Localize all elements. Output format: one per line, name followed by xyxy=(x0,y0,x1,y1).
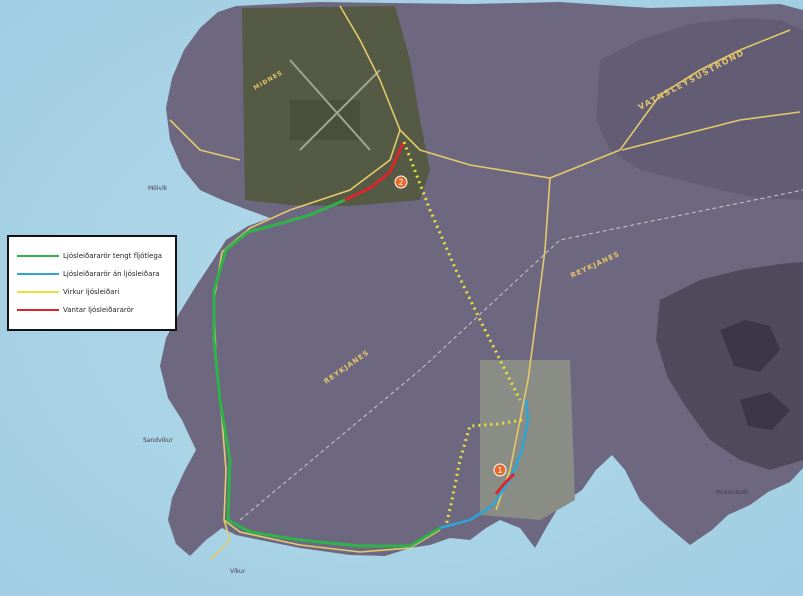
legend-item: Ljósleiðararör tengt fljótlega xyxy=(17,249,175,263)
marker-2[interactable]: 2 xyxy=(394,175,408,189)
route-red-north xyxy=(344,141,406,202)
legend-label: Vantar ljósleiðararör xyxy=(63,306,134,314)
place-label-molvik: Mölvík xyxy=(148,185,168,192)
town-area xyxy=(480,360,575,520)
map-legend: Ljósleiðararör tengt fljótlega Ljósleiða… xyxy=(7,235,177,331)
legend-label: Ljósleiðararör án ljósleiðara xyxy=(63,270,160,278)
legend-swatch-green xyxy=(17,255,59,257)
legend-swatch-red xyxy=(17,309,59,311)
airport-runway-area xyxy=(290,100,360,140)
route-yellow xyxy=(402,141,523,527)
route-green xyxy=(212,198,441,548)
legend-swatch-yellow xyxy=(17,291,59,293)
marker-2-label: 2 xyxy=(398,178,403,187)
place-label-sandvikur: Sandvíkur xyxy=(143,437,173,444)
legend-label: Ljósleiðararör tengt fljótlega xyxy=(63,252,163,260)
lava-field-patches xyxy=(720,320,790,430)
landmass-east xyxy=(596,18,803,200)
marker-1[interactable]: 1 xyxy=(493,463,507,477)
place-label-vikur: Víkur xyxy=(230,568,246,575)
legend-label: Virkur ljósleiðari xyxy=(63,288,120,296)
place-label-hraunsvik: Hraunsvík xyxy=(716,488,749,496)
legend-item: Virkur ljósleiðari xyxy=(17,285,175,299)
powerline xyxy=(239,189,803,521)
marker-1-label: 1 xyxy=(497,466,502,475)
legend-item: Ljósleiðararör án ljósleiðara xyxy=(17,267,175,281)
airport-runways xyxy=(289,59,381,151)
route-red-south xyxy=(494,472,516,495)
legend-swatch-blue xyxy=(17,273,59,275)
legend-item: Vantar ljósleiðararör xyxy=(17,303,175,317)
